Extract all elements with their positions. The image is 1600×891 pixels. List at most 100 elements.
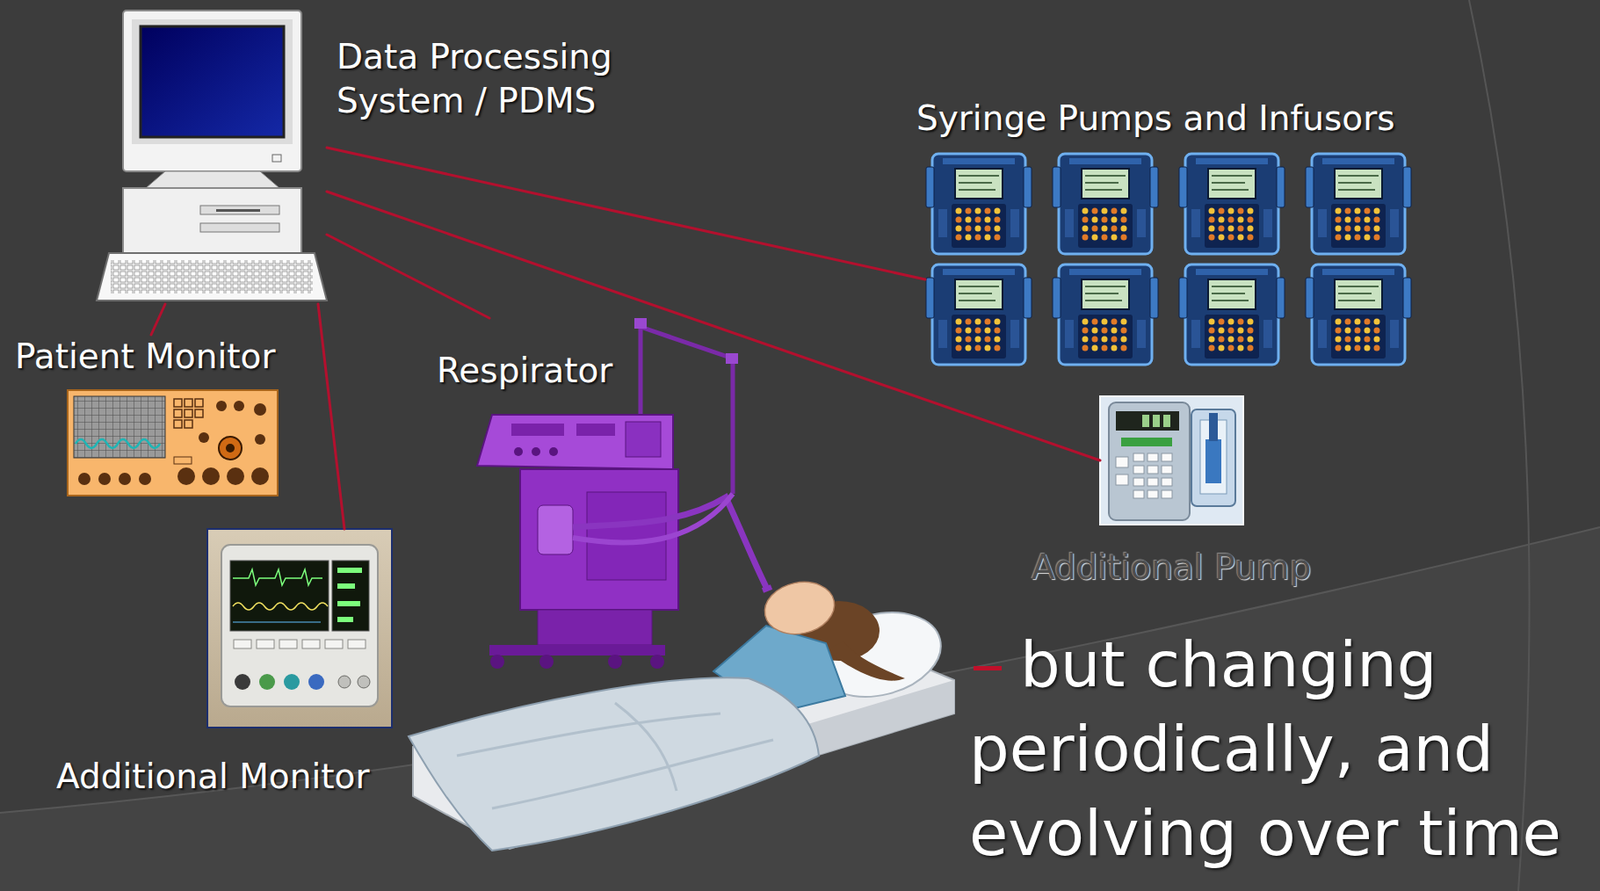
connector-line bbox=[318, 304, 345, 529]
patient-monitor-illustration bbox=[173, 409, 182, 418]
computer-illustration bbox=[123, 188, 302, 254]
connector-line bbox=[326, 147, 926, 280]
additional-pump-illustration bbox=[1115, 456, 1129, 468]
additional-pump-illustration bbox=[1133, 490, 1144, 499]
additional-monitor-illustration bbox=[207, 528, 392, 728]
additional-monitor-illustration bbox=[234, 673, 251, 690]
computer-illustration bbox=[200, 205, 280, 215]
patient-illustration bbox=[762, 586, 772, 591]
additional-pump-illustration bbox=[1205, 439, 1222, 484]
additional-monitor-illustration bbox=[233, 639, 252, 649]
additional-monitor-illustration bbox=[221, 544, 378, 707]
additional-monitor-illustration bbox=[338, 675, 351, 688]
additional-pump-illustration bbox=[1163, 414, 1171, 428]
additional-monitor-illustration bbox=[232, 569, 323, 586]
patient-monitor-illustration bbox=[184, 398, 193, 407]
computer-illustration bbox=[96, 253, 327, 301]
additional-pump-node: Additional Pump bbox=[1100, 396, 1244, 525]
patient-monitor-illustration bbox=[67, 390, 278, 496]
additional-pump-illustration bbox=[1100, 396, 1244, 525]
respirator-illustration bbox=[537, 609, 652, 645]
additional-pump-illustration bbox=[1100, 396, 1244, 525]
patient-monitor-node: Patient Monitor bbox=[14, 334, 280, 496]
respirator-illustration bbox=[586, 492, 667, 580]
additional-monitor-illustration bbox=[232, 621, 321, 623]
computer-illustration bbox=[140, 26, 284, 138]
patient-monitor-illustration bbox=[233, 400, 245, 412]
computer-illustration bbox=[272, 154, 282, 162]
connector-line bbox=[326, 234, 490, 319]
syringe-pump-illustration bbox=[926, 153, 1032, 254]
patient-monitor-illustration bbox=[73, 396, 166, 458]
additional-pump-illustration bbox=[1115, 474, 1129, 486]
patient-monitor-illustration bbox=[75, 439, 160, 449]
respirator-illustration bbox=[490, 654, 665, 669]
patient-monitor-illustration bbox=[251, 467, 269, 486]
respirator-illustration bbox=[576, 423, 616, 436]
additional-pump-illustration bbox=[1142, 414, 1150, 428]
respirator-illustration bbox=[650, 654, 665, 669]
syringe-pump-illustration bbox=[926, 153, 1412, 365]
patient-monitor-illustration bbox=[184, 419, 193, 428]
note-area: but changing periodically, and evolving … bbox=[969, 622, 1595, 876]
patient-monitor-illustration bbox=[254, 434, 266, 445]
additional-monitor-illustration bbox=[337, 616, 354, 623]
patient-illustration bbox=[760, 575, 840, 640]
additional-pump-illustration bbox=[1161, 453, 1173, 462]
patient-monitor-illustration bbox=[173, 456, 192, 464]
patient-monitor-illustration bbox=[195, 409, 203, 418]
respirator-illustration bbox=[537, 505, 573, 555]
syringe-pump-illustration bbox=[1179, 153, 1285, 254]
patient-illustration bbox=[408, 677, 819, 851]
respirator-illustration bbox=[531, 447, 541, 457]
additional-monitor-illustration bbox=[357, 675, 370, 688]
patient-monitor-illustration bbox=[138, 472, 152, 486]
respirator-illustration bbox=[539, 654, 554, 669]
patient-monitor-illustration bbox=[78, 472, 91, 486]
additional-monitor-illustration bbox=[347, 639, 366, 649]
additional-pump-illustration bbox=[1147, 477, 1159, 486]
patient-monitor-illustration bbox=[184, 409, 193, 418]
slide-background bbox=[0, 527, 1600, 891]
patient-monitor-illustration bbox=[173, 398, 182, 407]
additional-monitor-illustration bbox=[283, 673, 300, 690]
patient-monitor-illustration bbox=[73, 396, 166, 458]
additional-pump-illustration bbox=[1115, 411, 1180, 431]
additional-pump-illustration bbox=[1191, 409, 1236, 507]
additional-pump-illustration bbox=[1161, 465, 1173, 474]
additional-monitor-illustration bbox=[337, 583, 355, 589]
additional-pump-illustration bbox=[1161, 490, 1173, 499]
patient-monitor-illustration bbox=[98, 472, 111, 486]
computer-illustration bbox=[131, 19, 293, 145]
connector-line bbox=[151, 304, 166, 335]
additional-pump-illustration bbox=[1147, 490, 1159, 499]
patient-monitor-illustration bbox=[216, 400, 227, 412]
additional-monitor-illustration bbox=[230, 560, 329, 631]
syringe-pump-illustration bbox=[1052, 264, 1159, 365]
patient-monitor-illustration bbox=[118, 472, 131, 486]
patient-monitor-illustration bbox=[195, 398, 203, 407]
respirator-illustration bbox=[489, 644, 666, 656]
syringe-pump-illustration bbox=[1305, 264, 1412, 365]
additional-monitor-illustration bbox=[302, 639, 320, 649]
additional-monitor-node: Additional Monitor bbox=[207, 528, 392, 728]
patient-monitor-illustration bbox=[226, 467, 245, 486]
connector-line bbox=[326, 191, 1101, 461]
computer-illustration bbox=[96, 10, 327, 301]
respirator-illustration bbox=[490, 654, 505, 669]
computer-illustration bbox=[216, 209, 261, 212]
additional-pump-illustration bbox=[1121, 437, 1173, 447]
syringe-pump-illustration bbox=[1179, 264, 1285, 365]
computer-illustration bbox=[200, 223, 280, 232]
patient-monitor-illustration bbox=[177, 467, 196, 486]
additional-monitor-illustration bbox=[256, 639, 275, 649]
additional-monitor-illustration bbox=[325, 639, 343, 649]
additional-pump-illustration bbox=[1161, 477, 1173, 486]
respirator-illustration bbox=[514, 447, 523, 457]
computer-node: Data Processing System / PDMS bbox=[96, 10, 327, 305]
additional-monitor-illustration bbox=[232, 602, 328, 610]
patient-monitor-illustration bbox=[173, 419, 182, 428]
respirator-illustration bbox=[634, 318, 647, 329]
patient-illustration bbox=[408, 575, 955, 851]
